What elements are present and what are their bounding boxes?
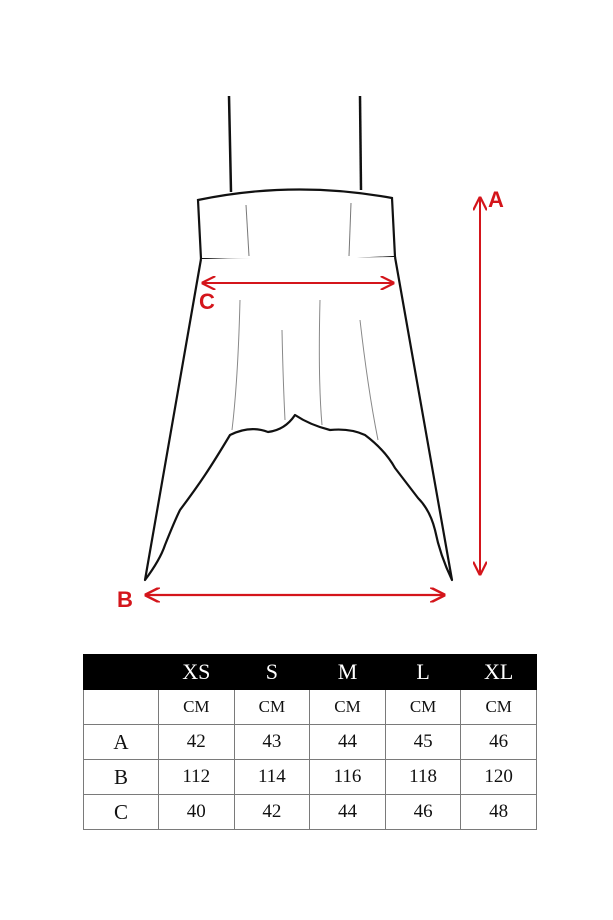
skirt-drape-1 [231,299,241,431]
garment-diagram: C A B [117,95,504,612]
unit-row: CM CM CM CM CM [83,689,537,725]
table-cell: 40 [158,794,235,830]
table-cell: 120 [460,759,537,795]
label-a: A [488,187,504,212]
bodice-band [196,188,397,262]
table-cell: 46 [384,794,462,830]
size-header: L [384,654,462,690]
size-header: XS [158,654,235,690]
unit-cell: CM [384,689,462,725]
table-cell: 112 [158,759,235,795]
table-cell: 45 [384,724,462,760]
size-header: XL [460,654,537,690]
unit-cell: CM [233,689,311,725]
label-c: C [199,289,215,314]
header-empty-cell [83,654,159,690]
table-row: A 42 43 44 45 46 [83,724,537,760]
unit-cell: CM [158,689,235,725]
table-cell: 42 [158,724,235,760]
size-header-row: XS S M L XL [83,654,537,690]
size-header: M [309,654,386,690]
table-row: C 40 42 44 46 48 [83,794,537,830]
row-label: C [83,794,159,830]
row-label: B [83,759,159,795]
label-b: B [117,587,133,612]
skirt-drape-2 [281,329,286,421]
bodice-fold-left [245,204,250,257]
table-cell: 43 [233,724,311,760]
table-cell: 116 [309,759,386,795]
table-cell: 118 [384,759,462,795]
table-cell: 44 [309,724,386,760]
table-cell: 46 [460,724,537,760]
skirt-drape-3 [318,299,323,426]
unit-cell: CM [309,689,386,725]
right-strap [358,95,363,191]
table-cell: 114 [233,759,311,795]
skirt-drape-4 [359,319,379,441]
unit-cell: CM [460,689,537,725]
left-strap [227,95,233,193]
table-cell: 42 [233,794,311,830]
bodice-fold-right [348,202,352,257]
table-cell: 48 [460,794,537,830]
unit-empty-cell [83,689,159,725]
size-chart-table: XS S M L XL CM CM CM CM CM A 42 43 44 45… [83,654,537,830]
table-row: B 112 114 116 118 120 [83,759,537,795]
table-cell: 44 [309,794,386,830]
size-header: S [233,654,311,690]
row-label: A [83,724,159,760]
skirt-outline [143,256,454,582]
